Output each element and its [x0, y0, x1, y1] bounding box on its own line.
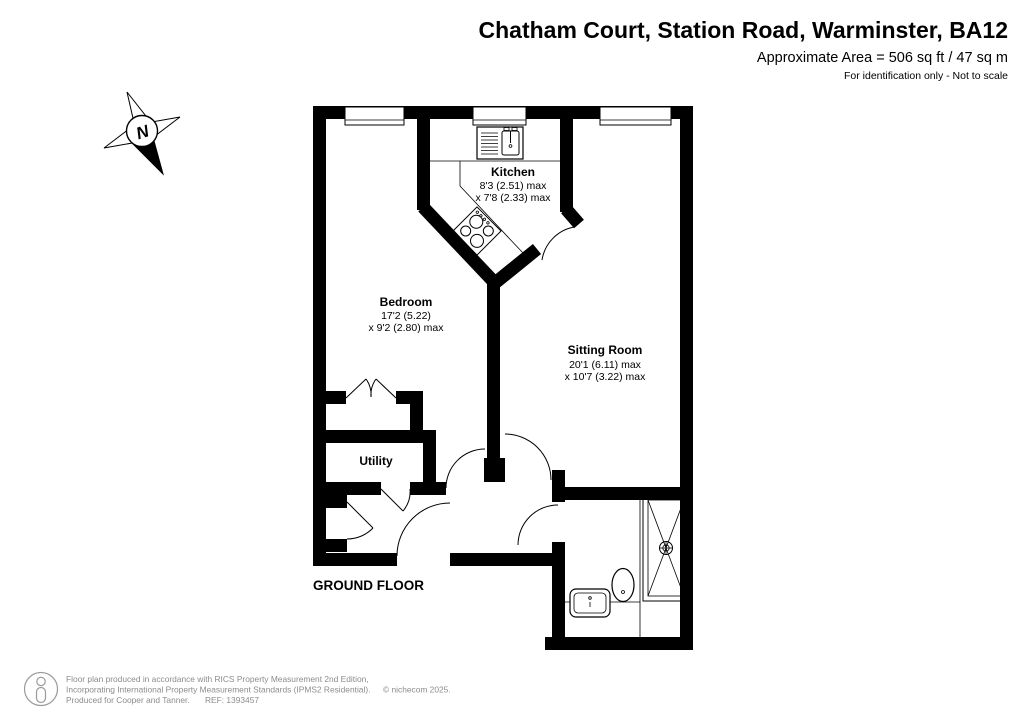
- kitchen-name: Kitchen: [491, 165, 535, 179]
- kitchen-dim1: 8'3 (2.51) max: [480, 180, 548, 192]
- sitting-room-label: Sitting Room 20'1 (6.11) max x 10'7 (3.2…: [565, 343, 647, 383]
- bathroom-fixtures: [565, 494, 690, 637]
- kitchen-counter: [430, 160, 560, 254]
- utility-label: Utility: [359, 454, 393, 468]
- shower-icon: [642, 494, 690, 602]
- footer-ref: REF: 1393457: [205, 695, 259, 705]
- door-arcs: [345, 226, 575, 557]
- kitchen-label: Kitchen 8'3 (2.51) max x 7'8 (2.33) max: [476, 165, 552, 204]
- sitting-room-dim2: x 10'7 (3.22) max: [565, 371, 647, 383]
- bedroom-dim2: x 9'2 (2.80) max: [369, 322, 445, 334]
- footer-line2: Incorporating International Property Mea…: [66, 685, 370, 695]
- bedroom-name: Bedroom: [380, 295, 433, 309]
- floor-title: GROUND FLOOR: [313, 578, 424, 593]
- person-icon: [23, 671, 59, 707]
- page-title: Chatham Court, Station Road, Warminster,…: [479, 17, 1009, 43]
- sitting-room-name: Sitting Room: [568, 343, 643, 357]
- interior-walls: [326, 106, 680, 552]
- footer-line1: Floor plan produced in accordance with R…: [66, 674, 369, 684]
- approximate-area: Approximate Area = 506 sq ft / 47 sq m: [757, 50, 1008, 66]
- basin-icon: [569, 588, 611, 618]
- hob-icon: [452, 206, 502, 256]
- exterior-walls: [313, 106, 693, 650]
- north-arrow-icon: N: [103, 91, 181, 176]
- sink-icon: [476, 126, 524, 160]
- sitting-room-dim1: 20'1 (6.11) max: [569, 359, 642, 371]
- toilet-icon: [611, 567, 635, 603]
- footer-copyright: © nichecom 2025.: [383, 685, 451, 695]
- bedroom-label: Bedroom 17'2 (5.22) x 9'2 (2.80) max: [369, 295, 445, 334]
- bedroom-dim1: 17'2 (5.22): [381, 310, 431, 322]
- identification-note: For identification only - Not to scale: [844, 70, 1008, 82]
- window-icon: [344, 106, 672, 126]
- footer-line3: Produced for Cooper and Tanner.: [66, 695, 190, 705]
- footer: Floor plan produced in accordance with R…: [23, 671, 451, 707]
- kitchen-dim2: x 7'8 (2.33) max: [476, 192, 552, 204]
